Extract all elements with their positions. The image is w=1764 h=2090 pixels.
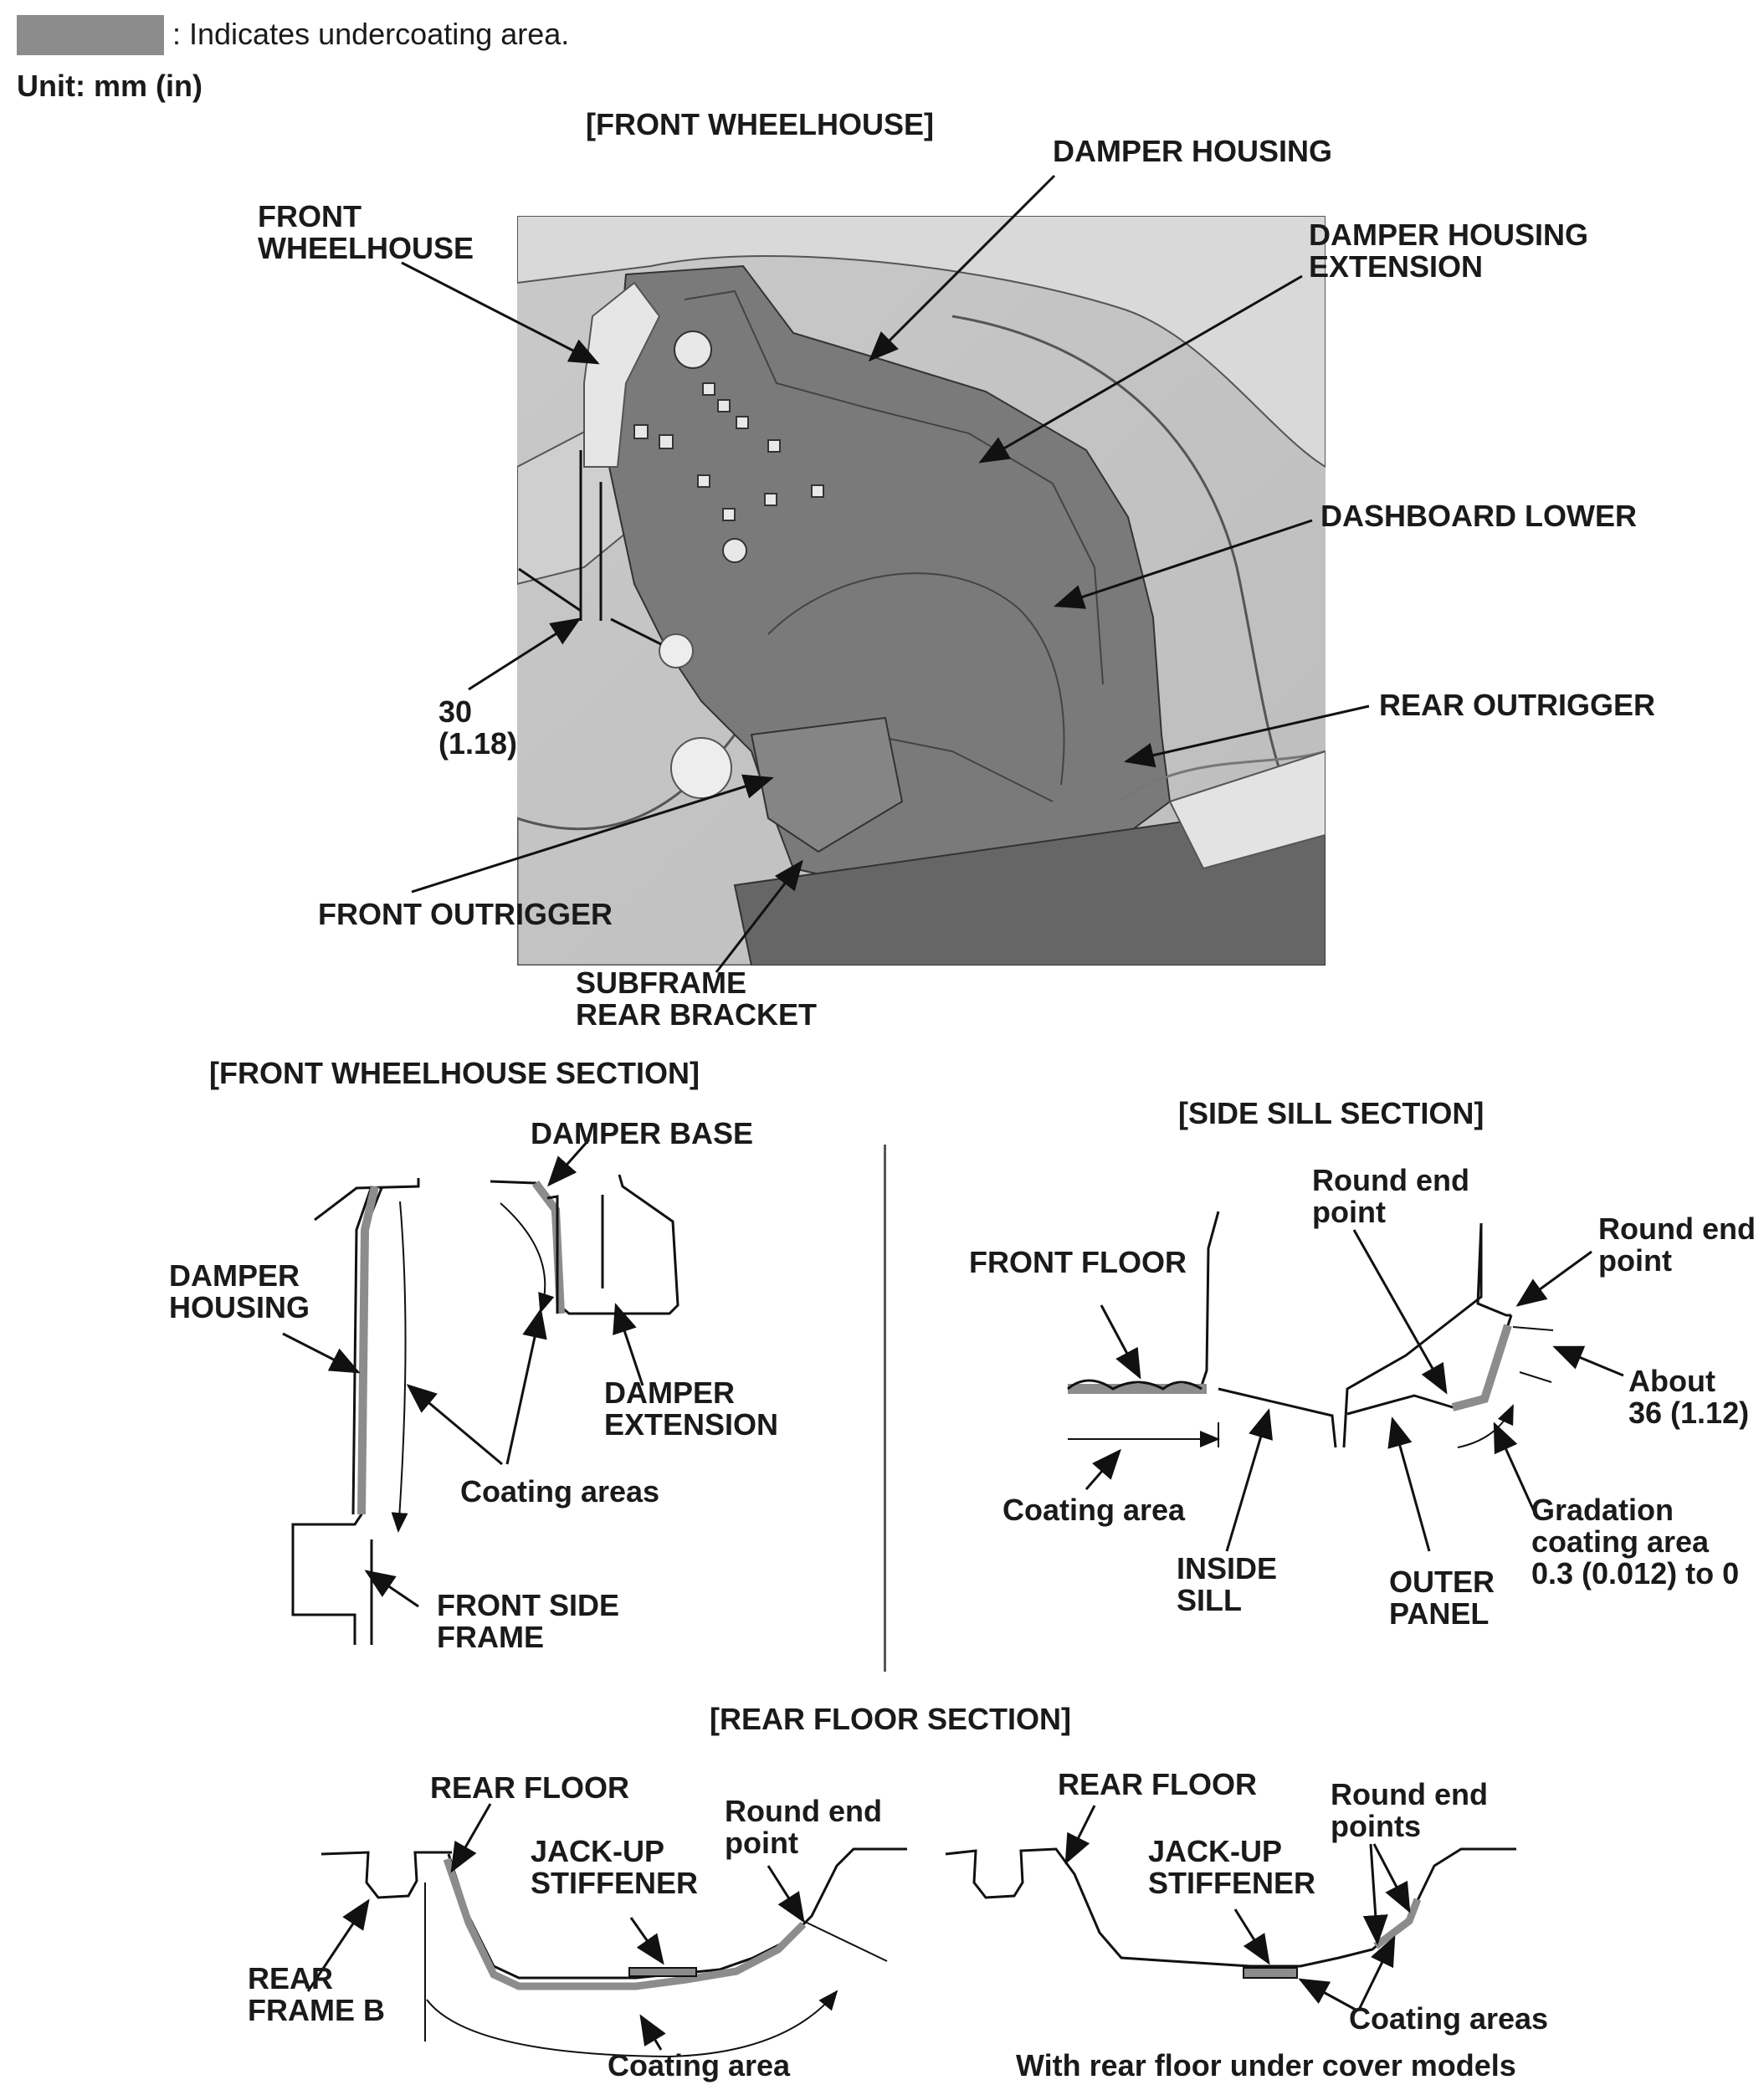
label-rear-frame-b: REAR FRAME B	[248, 1961, 385, 2027]
rear-floor-section-right-drawing	[945, 1805, 1516, 2011]
label-about-36: About 36 (1.12)	[1628, 1364, 1750, 1430]
side-sill-section-drawing	[1067, 1211, 1624, 1552]
label-side-sill-coating-area: Coating area	[1003, 1493, 1186, 1527]
label-subframe-rear-bracket: SUBFRAME REAR BRACKET	[576, 966, 817, 1032]
label-coating-areas: Coating areas	[460, 1474, 660, 1509]
undercoating-legend-swatch	[17, 15, 164, 55]
label-right-round-end-points: Round end points	[1331, 1777, 1488, 1843]
label-round-end-point-2: Round end point	[1598, 1211, 1756, 1278]
front-wheelhouse-title: [FRONT WHEELHOUSE]	[586, 107, 934, 141]
rear-floor-section-left-drawing	[306, 1803, 907, 2058]
label-left-round-end-point: Round end point	[725, 1794, 882, 1860]
label-front-outrigger: FRONT OUTRIGGER	[318, 897, 613, 931]
legend-text: : Indicates undercoating area.	[172, 17, 570, 51]
label-damper-base: DAMPER BASE	[531, 1116, 754, 1150]
label-left-jack-up-stiffener: JACK-UP STIFFENER	[531, 1834, 699, 1900]
label-front-wheelhouse: FRONT WHEELHOUSE	[258, 199, 474, 265]
unit-label: Unit: mm (in)	[17, 69, 203, 103]
label-left-rear-floor: REAR FLOOR	[430, 1770, 629, 1805]
label-right-rear-floor: REAR FLOOR	[1058, 1767, 1257, 1801]
front-wheelhouse-section-drawing	[282, 1139, 679, 1645]
label-front-side-frame: FRONT SIDE FRAME	[437, 1588, 620, 1654]
label-front-floor: FRONT FLOOR	[969, 1245, 1187, 1279]
label-section-damper-housing: DAMPER HOUSING	[169, 1258, 310, 1324]
side-sill-section-title: [SIDE SILL SECTION]	[1178, 1096, 1485, 1130]
label-gradation-coating-area: Gradation coating area 0.3 (0.012) to 0	[1531, 1493, 1740, 1591]
label-left-coating-area: Coating area	[608, 2048, 791, 2082]
label-damper-housing: DAMPER HOUSING	[1053, 134, 1333, 168]
section-divider	[884, 1145, 886, 1672]
label-right-coating-areas: Coating areas	[1349, 2001, 1549, 2036]
front-wheelhouse-illustration	[517, 216, 1326, 966]
rear-floor-section-title: [REAR FLOOR SECTION]	[710, 1702, 1071, 1736]
label-round-end-point-1: Round end point	[1312, 1163, 1469, 1229]
label-rear-outrigger: REAR OUTRIGGER	[1379, 688, 1656, 722]
front-wheelhouse-section-title: [FRONT WHEELHOUSE SECTION]	[209, 1056, 700, 1090]
label-dimension-30: 30 (1.18)	[438, 694, 518, 761]
label-under-cover-caption: With rear floor under cover models	[1016, 2048, 1516, 2082]
label-right-jack-up-stiffener: JACK-UP STIFFENER	[1148, 1834, 1316, 1900]
label-outer-panel: OUTER PANEL	[1389, 1565, 1495, 1631]
label-damper-extension: DAMPER EXTENSION	[604, 1375, 779, 1442]
label-inside-sill: INSIDE SILL	[1177, 1551, 1278, 1617]
label-damper-housing-extension: DAMPER HOUSING EXTENSION	[1309, 218, 1589, 284]
label-dashboard-lower: DASHBOARD LOWER	[1320, 499, 1637, 533]
